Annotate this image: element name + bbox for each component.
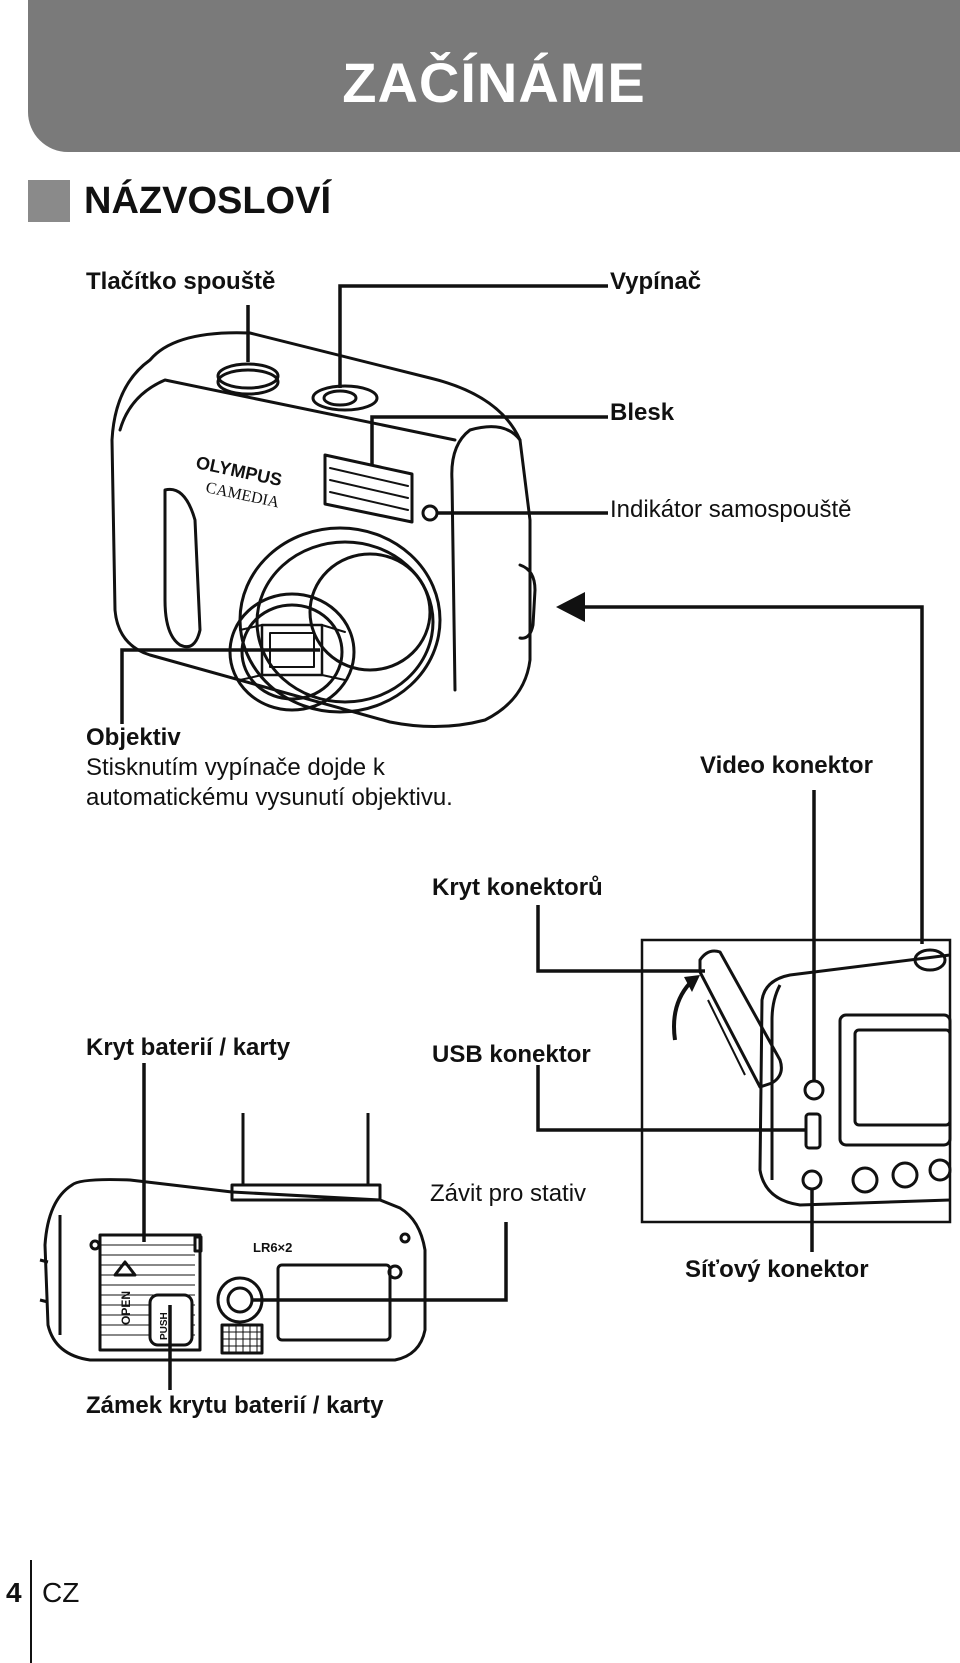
chapter-title: ZAČÍNÁME <box>342 51 646 114</box>
lens-description-line-1: Stisknutím vypínače dojde k <box>86 754 385 781</box>
usb-port <box>804 1112 822 1150</box>
video-port <box>803 1079 825 1101</box>
label-lens: Objektiv <box>86 724 181 751</box>
label-power-switch: Vypínač <box>610 268 702 295</box>
camera-front-body <box>110 331 532 728</box>
battery-type-marking: LR6×2 <box>253 1240 292 1255</box>
section-title: NÁZVOSLOVÍ <box>84 180 332 222</box>
label-battery-cover: Kryt baterií / karty <box>86 1034 291 1061</box>
camera-side-body <box>758 953 951 1207</box>
camera-grip <box>163 487 202 649</box>
label-shutter-button: Tlačítko spouště <box>86 268 276 295</box>
label-flash: Blesk <box>610 399 675 426</box>
push-marking: PUSH <box>159 1312 170 1340</box>
battery-door <box>98 1233 202 1352</box>
page-number: 4 <box>6 1577 22 1608</box>
dc-port <box>801 1169 823 1191</box>
open-marking: OPEN <box>119 1291 133 1325</box>
shutter-button-shape <box>216 368 280 396</box>
language-code: CZ <box>42 1577 80 1608</box>
label-connector-cover: Kryt konektorů <box>432 874 603 901</box>
connector-cover-flap <box>698 949 783 1089</box>
label-usb-connector: USB konektor <box>432 1041 591 1068</box>
section-marker <box>28 180 70 222</box>
label-battery-lock: Zámek krytu baterií / karty <box>86 1392 384 1419</box>
label-tripod-socket: Závit pro stativ <box>430 1180 587 1207</box>
lens-mount-outer <box>238 526 442 714</box>
chapter-header: ZAČÍNÁME <box>28 0 960 152</box>
label-self-timer: Indikátor samospouště <box>610 496 852 523</box>
label-dc-in: Síťový konektor <box>685 1256 869 1283</box>
self-timer-lamp <box>421 504 439 522</box>
power-button-shape <box>311 384 379 412</box>
lens-protrusion <box>241 1113 370 1187</box>
footer-divider <box>30 1560 32 1663</box>
label-video-connector: Video konektor <box>700 752 873 779</box>
lens-barrel <box>228 592 356 712</box>
lens-description-line-2: automatickému vysunutí objektivu. <box>86 784 453 811</box>
camera-bottom-body <box>43 1178 427 1362</box>
flash-window <box>323 453 414 524</box>
